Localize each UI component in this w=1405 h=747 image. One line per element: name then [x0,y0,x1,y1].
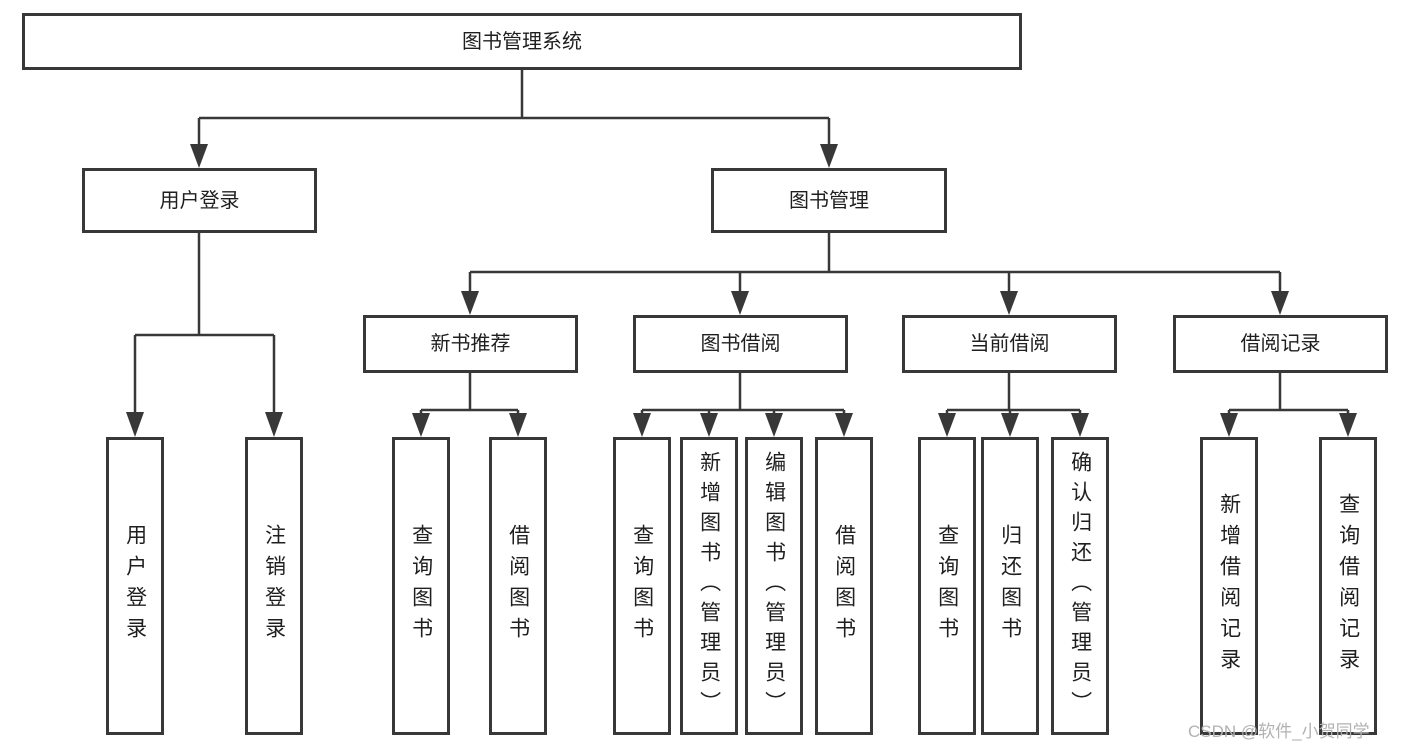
node-query-books-2: 查询图书 [613,437,671,735]
node-book-borrowing: 图书借阅 [633,315,848,373]
node-current-borrowing: 当前借阅 [902,315,1117,373]
node-new-book-recommend: 新书推荐 [363,315,578,373]
node-query-books-1: 查询图书 [392,437,450,735]
node-edit-books-admin: 编辑图书（管理员） [745,437,803,735]
node-borrow-books-1: 借阅图书 [489,437,547,735]
node-query-borrow-record: 查询借阅记录 [1319,437,1377,735]
node-library-system: 图书管理系统 [22,13,1022,70]
node-return-books: 归还图书 [981,437,1039,735]
node-query-books-3: 查询图书 [918,437,976,735]
node-book-management: 图书管理 [711,168,947,233]
node-borrow-records: 借阅记录 [1173,315,1388,373]
node-add-books-admin: 新增图书（管理员） [680,437,738,735]
node-user-login: 用户登录 [106,437,164,735]
node-borrow-books-2: 借阅图书 [815,437,873,735]
node-user-login-branch: 用户登录 [82,168,317,233]
node-logout-login: 注销登录 [245,437,303,735]
node-add-borrow-record: 新增借阅记录 [1200,437,1258,735]
csdn-watermark: CSDN @软件_小贺同学 [1188,722,1370,741]
arrowhead-icons [126,144,1357,437]
node-confirm-return-admin: 确认归还（管理员） [1051,437,1109,735]
